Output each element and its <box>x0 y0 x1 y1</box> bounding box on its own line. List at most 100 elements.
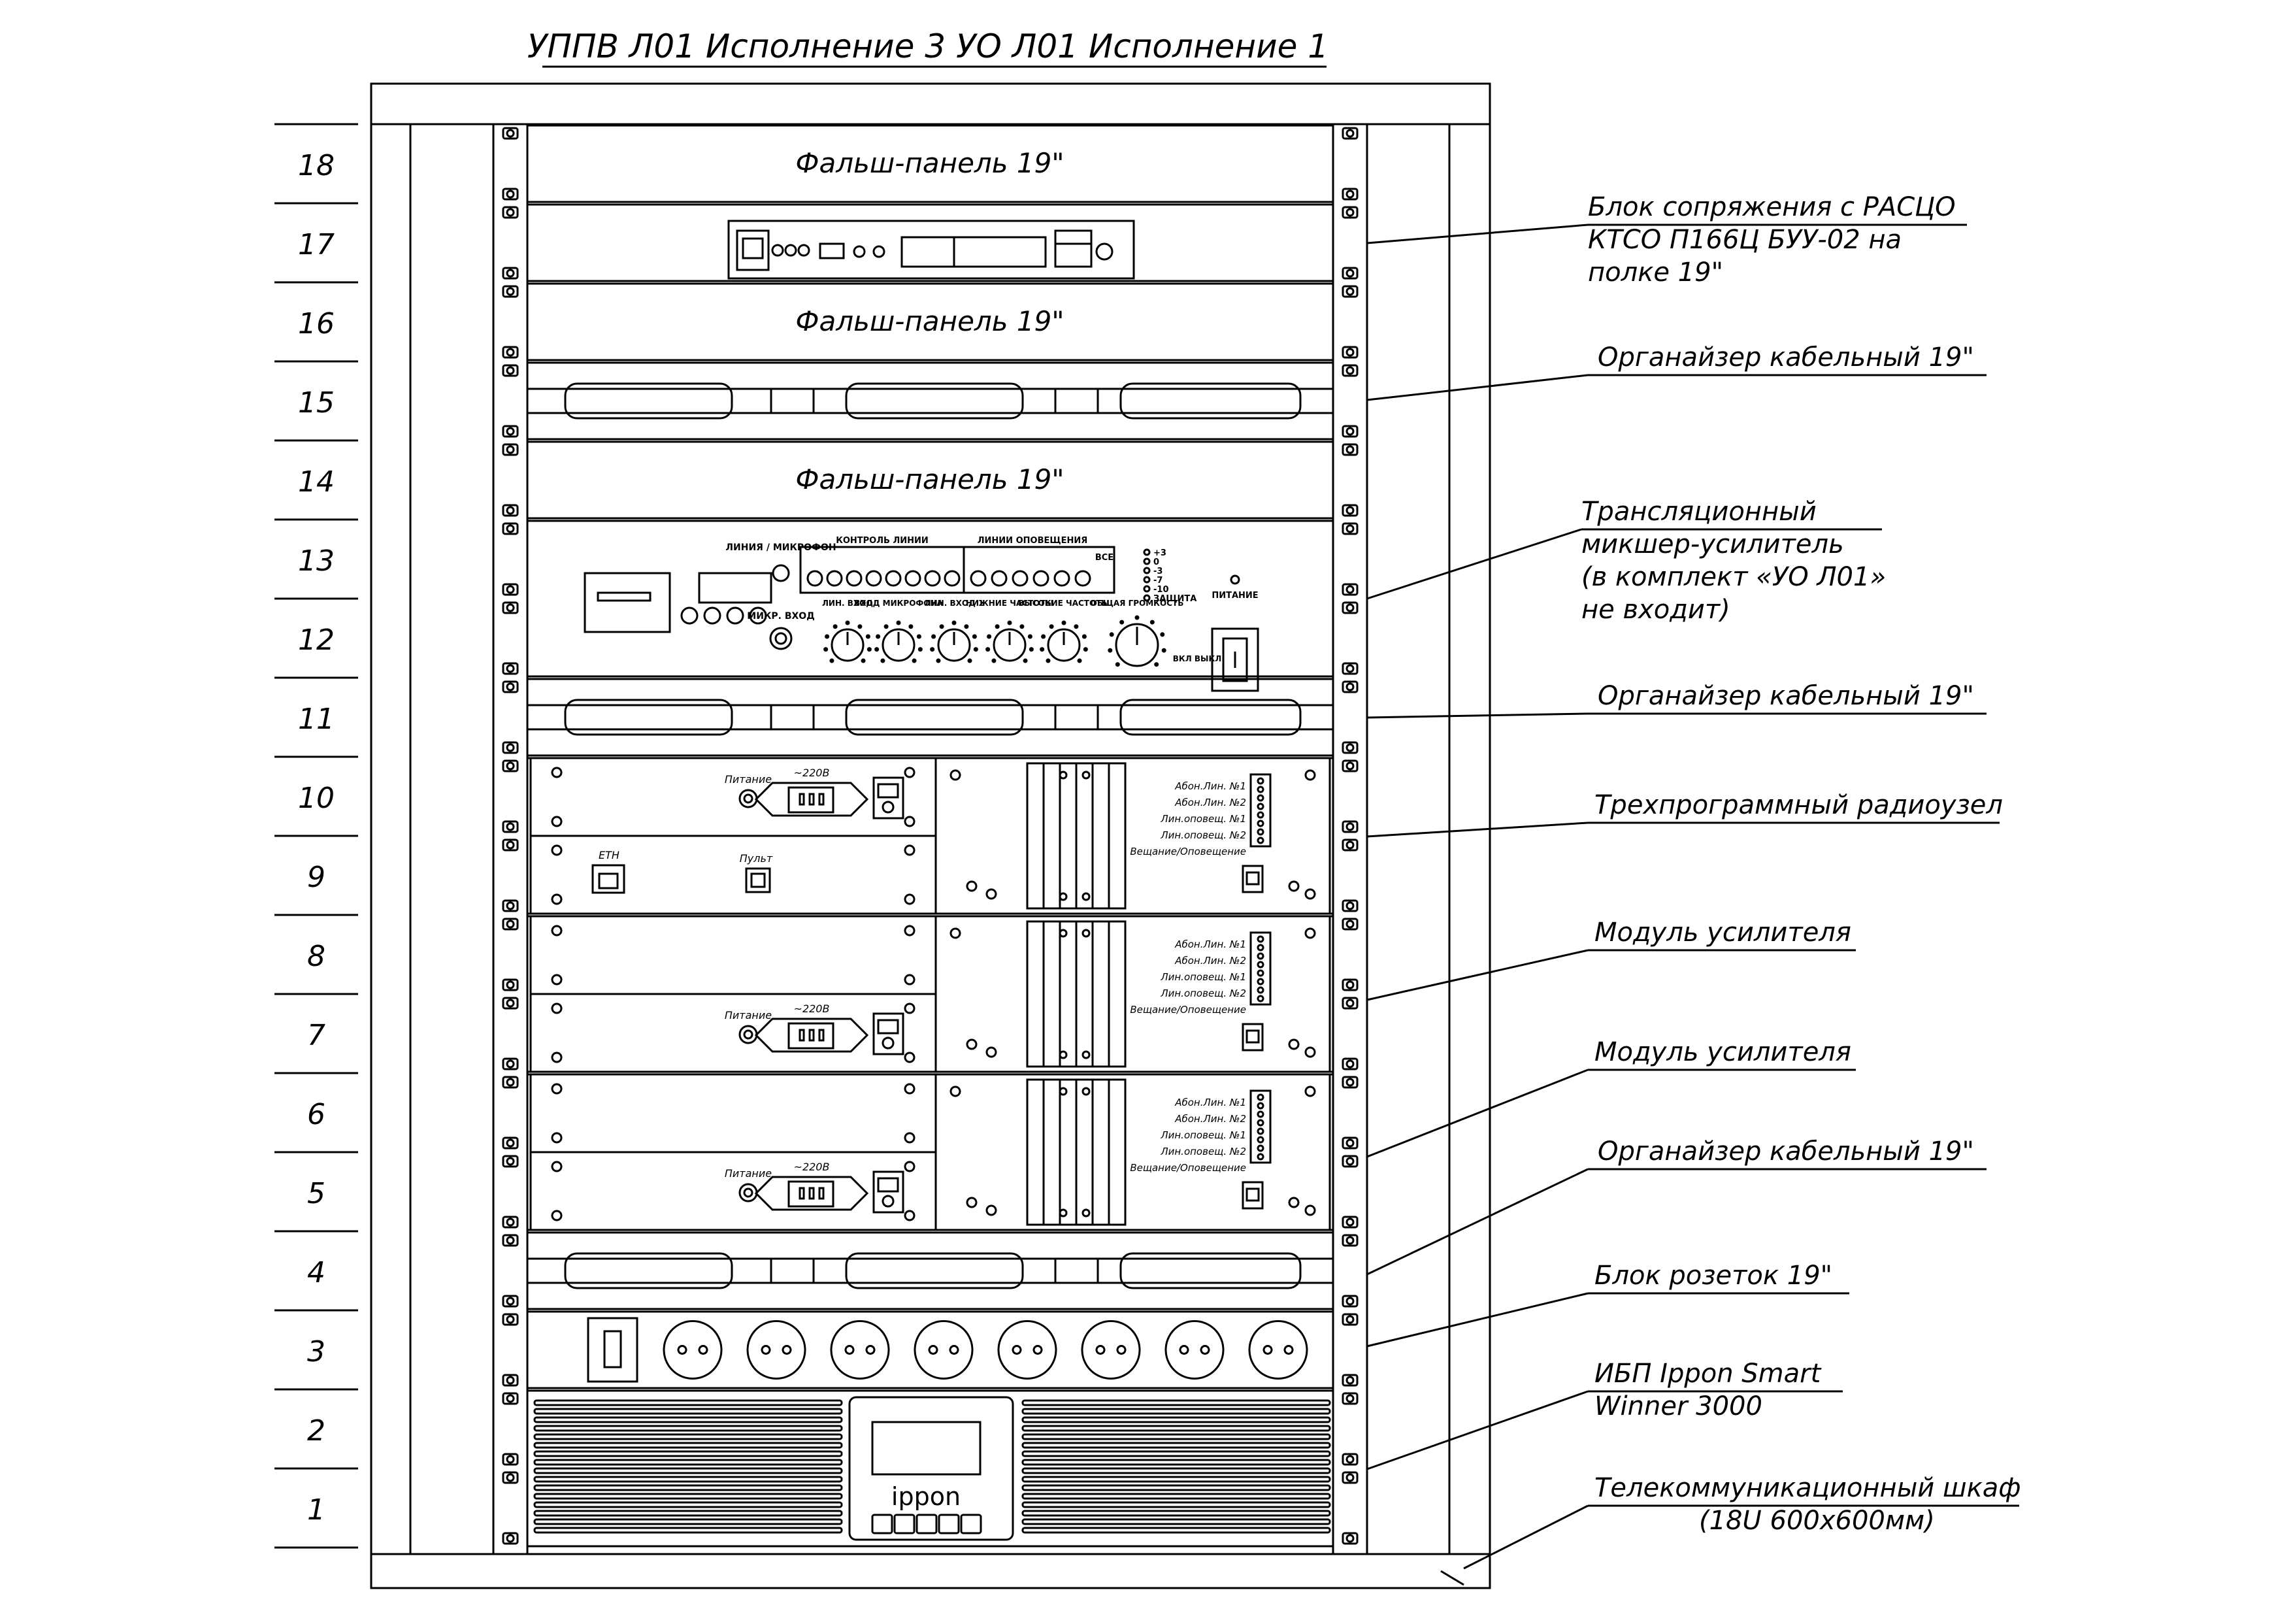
callout-text: микшер-усилитель <box>1581 529 1844 559</box>
callout-leader <box>1463 1504 1589 1570</box>
ethernet-port-icon <box>736 229 770 271</box>
rail-screw-icon <box>1342 346 1359 359</box>
sub-panel <box>529 993 937 1073</box>
callout: Органайзер кабельный 19" <box>1366 1136 1987 1276</box>
alert-line-button-icon <box>1012 570 1029 587</box>
volume-knob-icon <box>874 620 923 663</box>
volume-knob-icon <box>930 620 978 663</box>
output-label: Вещание/Оповещение <box>1130 846 1246 857</box>
player-button-icon <box>726 606 744 625</box>
rail-screw-icon <box>1342 820 1359 833</box>
outlet-socket-icon <box>997 1320 1057 1380</box>
screw-icon <box>904 1003 916 1014</box>
level-label: -7 <box>1153 576 1163 586</box>
rail-screw-icon <box>502 601 519 614</box>
screw-icon <box>551 767 563 778</box>
screw-icon <box>551 1052 563 1063</box>
callout-text: Блок розеток 19" <box>1594 1261 1832 1291</box>
display-slot <box>900 236 1047 268</box>
level-led-icon <box>1143 576 1151 584</box>
ups-vent-grille <box>533 1399 843 1534</box>
rail-screw-icon <box>1342 1234 1359 1247</box>
amp-panel <box>934 915 1331 1073</box>
line-control-button-icon <box>806 570 823 587</box>
alert-line-button-icon <box>991 570 1008 587</box>
rail-screw-icon <box>1342 1532 1359 1545</box>
line-control-button-icon <box>846 570 863 587</box>
led-icon <box>853 245 866 258</box>
power-outlet-block <box>526 1310 1334 1389</box>
voltage-label: ~220В <box>794 1161 830 1173</box>
callout-text: не входит) <box>1581 595 1730 625</box>
screw-icon <box>551 1210 563 1221</box>
rail-screw-icon <box>1342 1155 1359 1168</box>
power-toggle-icon <box>872 776 904 820</box>
callout-leader <box>1366 1390 1589 1470</box>
rail-screw-icon <box>1342 1057 1359 1070</box>
callout-text: Модуль усилителя <box>1594 1037 1851 1067</box>
outlet-master-switch <box>587 1317 638 1383</box>
screw-icon <box>551 1003 563 1014</box>
rail-screw-icon <box>1342 285 1359 298</box>
rail-screw-icon <box>1342 504 1359 517</box>
rail-screw-icon <box>502 662 519 675</box>
callout-text: Органайзер кабельный 19" <box>1598 342 1974 373</box>
callout-text: КТСО П166Ц БУУ-02 на <box>1588 225 1902 255</box>
screw-icon <box>904 1083 916 1095</box>
rail-screw-icon <box>502 899 519 912</box>
mic-input-label: МИКР. ВХОД <box>747 611 814 621</box>
power-led-icon <box>1230 574 1240 585</box>
led-icon <box>797 244 810 257</box>
callout-leader <box>1366 528 1582 600</box>
callout: Блок розеток 19" <box>1366 1261 1849 1348</box>
unit-number: 11 <box>298 703 335 736</box>
outlet-socket-icon <box>1081 1320 1141 1380</box>
level-label: -3 <box>1153 567 1163 576</box>
rail-screw-icon <box>502 285 519 298</box>
ups-button-icon <box>871 1514 893 1534</box>
knob-label: ЛИН. ВХОД <box>822 599 873 608</box>
output-label: Абон.Лин. №2 <box>1174 797 1246 808</box>
rail-screw-icon <box>1342 1295 1359 1308</box>
screw-icon <box>949 769 961 781</box>
rail-screw-icon <box>1342 978 1359 991</box>
callout-text: Органайзер кабельный 19" <box>1598 681 1974 711</box>
rail-screw-icon <box>1342 425 1359 438</box>
level-led-icon <box>1143 585 1151 593</box>
callout-text: Блок сопряжения с РАСЦО <box>1588 192 1956 222</box>
outlet-socket-icon <box>914 1320 974 1380</box>
screw-icon <box>1288 1038 1300 1050</box>
screw-icon <box>904 1052 916 1063</box>
screw-icon <box>904 974 916 986</box>
callout-text: ИБП Ippon Smart <box>1594 1359 1822 1389</box>
fuse-icon <box>738 1025 758 1044</box>
knob-label: НИЖНИЕ ЧАСТОТЫ <box>966 599 1053 608</box>
volume-knob-icon <box>823 620 872 663</box>
callout: Органайзер кабельный 19" <box>1366 342 1987 401</box>
screw-icon <box>1304 769 1316 781</box>
false-panel-label: Фальш-панель 19" <box>795 147 1064 179</box>
sub-panel <box>529 1073 937 1153</box>
rail-screw-icon <box>1342 206 1359 219</box>
outlet-socket-icon <box>746 1320 806 1380</box>
alert-lines-label: ЛИНИИ ОПОВЕЩЕНИЯ <box>978 536 1088 546</box>
line-control-button-icon <box>826 570 843 587</box>
unit-number: 9 <box>307 861 325 894</box>
screw-icon <box>1288 1197 1300 1208</box>
screw-icon <box>985 1204 997 1216</box>
alert-line-button-icon <box>1032 570 1049 587</box>
unit-number: 1 <box>307 1493 325 1527</box>
level-led-icon <box>1143 594 1151 602</box>
sub-panel <box>529 835 937 915</box>
unit-number: 15 <box>298 386 335 420</box>
level-led-icon <box>1143 567 1151 574</box>
rasco-interface-shelf <box>526 203 1334 282</box>
rail-screw-icon <box>1342 1136 1359 1150</box>
screw-icon <box>1304 1046 1316 1058</box>
